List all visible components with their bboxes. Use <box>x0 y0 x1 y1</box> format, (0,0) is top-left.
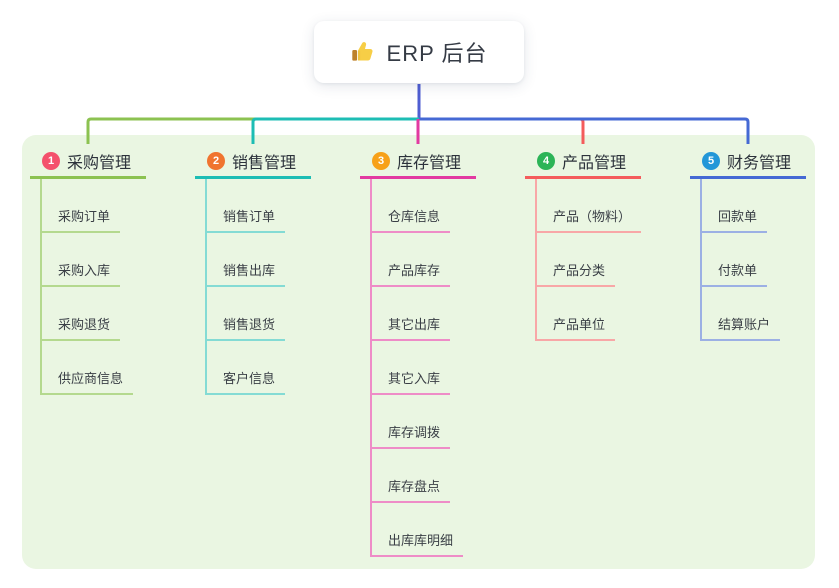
child-label: 回款单 <box>718 209 758 224</box>
child-label: 其它出库 <box>388 317 441 332</box>
child-label: 仓库信息 <box>388 209 441 224</box>
child-item[interactable]: 出库库明细 <box>372 503 464 557</box>
child-label: 供应商信息 <box>58 371 124 386</box>
child-item[interactable]: 结算账户 <box>702 287 781 341</box>
branch-title: 库存管理 <box>397 155 462 172</box>
root-label: ERP 后台 <box>386 41 488 66</box>
child-item[interactable]: 销售退货 <box>207 287 286 341</box>
child-label: 产品单位 <box>553 317 606 332</box>
child-label: 客户信息 <box>223 371 276 386</box>
branch-head[interactable]: 1 采购管理 <box>30 146 146 179</box>
child-label: 库存盘点 <box>388 479 441 494</box>
branch-number-badge: 3 <box>372 152 390 170</box>
child-item[interactable]: 库存调拨 <box>372 395 451 449</box>
branch-column: 4 产品管理产品（物料） 产品分类产品单位 <box>525 146 642 341</box>
child-label: 产品库存 <box>388 263 441 278</box>
branch-head[interactable]: 5 财务管理 <box>690 146 806 179</box>
child-item[interactable]: 产品分类 <box>537 233 616 287</box>
branch-column: 1 采购管理采购订单采购入库采购退货供应商信息 <box>30 146 146 395</box>
child-label: 出库库明细 <box>388 533 454 548</box>
child-item[interactable]: 产品（物料） <box>537 179 642 233</box>
branch-children: 采购订单采购入库采购退货供应商信息 <box>40 179 134 395</box>
root-node[interactable]: ERP 后台 <box>314 21 524 83</box>
branch-column: 3 库存管理仓库信息产品库存其它出库其它入库库存调拨库存盘点出库库明细 <box>360 146 476 557</box>
child-item[interactable]: 客户信息 <box>207 341 286 395</box>
branch-head[interactable]: 3 库存管理 <box>360 146 476 179</box>
child-item[interactable]: 采购入库 <box>42 233 121 287</box>
branch-title: 产品管理 <box>562 155 627 172</box>
child-item[interactable]: 其它入库 <box>372 341 451 395</box>
child-item[interactable]: 回款单 <box>702 179 768 233</box>
branch-number-badge: 2 <box>207 152 225 170</box>
branch-children: 产品（物料） 产品分类产品单位 <box>535 179 642 341</box>
child-label: 采购入库 <box>58 263 111 278</box>
child-label: 产品分类 <box>553 263 606 278</box>
child-label: 付款单 <box>718 263 758 278</box>
child-item[interactable]: 其它出库 <box>372 287 451 341</box>
child-item[interactable]: 销售出库 <box>207 233 286 287</box>
child-label: 销售退货 <box>223 317 276 332</box>
branch-children: 销售订单销售出库销售退货客户信息 <box>205 179 286 395</box>
branch-head[interactable]: 4 产品管理 <box>525 146 641 179</box>
child-label: 库存调拨 <box>388 425 441 440</box>
branch-number-badge: 4 <box>537 152 555 170</box>
child-label: 销售订单 <box>223 209 276 224</box>
child-item[interactable]: 供应商信息 <box>42 341 134 395</box>
branch-children: 仓库信息产品库存其它出库其它入库库存调拨库存盘点出库库明细 <box>370 179 464 557</box>
child-item[interactable]: 产品单位 <box>537 287 616 341</box>
child-item[interactable]: 库存盘点 <box>372 449 451 503</box>
child-item[interactable]: 采购退货 <box>42 287 121 341</box>
branch-number-badge: 5 <box>702 152 720 170</box>
branch-column: 5 财务管理回款单付款单结算账户 <box>690 146 806 341</box>
child-label: 产品（物料） <box>553 209 632 224</box>
branch-column: 2 销售管理销售订单销售出库销售退货客户信息 <box>195 146 311 395</box>
child-label: 结算账户 <box>718 317 771 332</box>
child-item[interactable]: 采购订单 <box>42 179 121 233</box>
branch-title: 销售管理 <box>232 155 297 172</box>
child-item[interactable]: 仓库信息 <box>372 179 451 233</box>
mindmap-panel <box>22 135 815 569</box>
branch-number-badge: 1 <box>42 152 60 170</box>
child-item[interactable]: 产品库存 <box>372 233 451 287</box>
child-label: 采购退货 <box>58 317 111 332</box>
child-label: 其它入库 <box>388 371 441 386</box>
child-label: 采购订单 <box>58 209 111 224</box>
branch-title: 采购管理 <box>67 155 132 172</box>
child-label: 销售出库 <box>223 263 276 278</box>
child-item[interactable]: 销售订单 <box>207 179 286 233</box>
branch-children: 回款单付款单结算账户 <box>700 179 781 341</box>
branch-title: 财务管理 <box>727 155 792 172</box>
thumbs-up-icon <box>351 39 377 65</box>
branch-head[interactable]: 2 销售管理 <box>195 146 311 179</box>
child-item[interactable]: 付款单 <box>702 233 768 287</box>
